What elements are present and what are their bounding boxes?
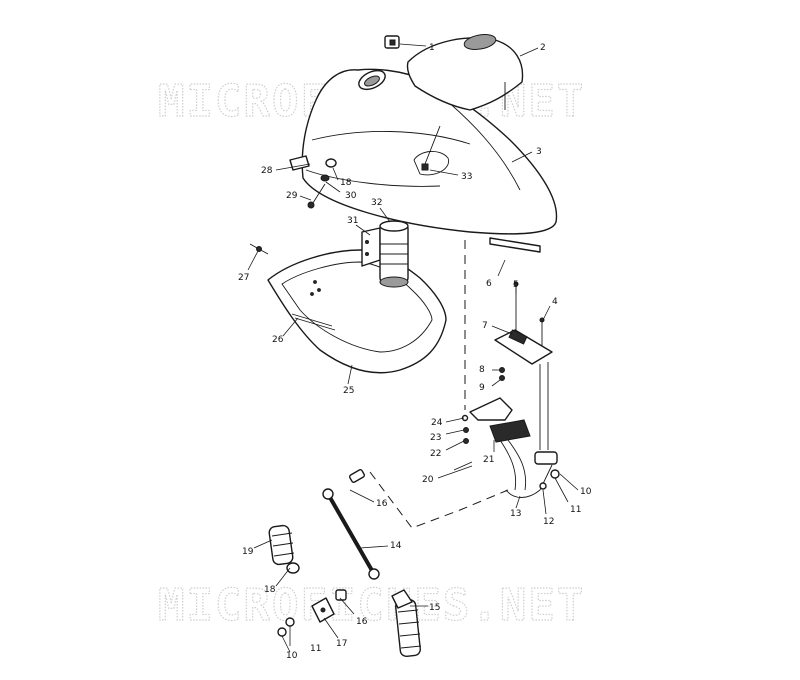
callout-31: 31	[347, 216, 358, 226]
callout-19: 19	[242, 547, 254, 557]
callout-30: 30	[345, 191, 357, 201]
callout-6: 6	[486, 279, 492, 289]
callout-29: 29	[286, 191, 298, 201]
callout-13: 13	[510, 509, 521, 519]
callout-26: 26	[272, 335, 284, 345]
callout-28: 28	[261, 166, 273, 176]
callout-16-lower: 16	[356, 617, 368, 627]
callout-15: 15	[429, 603, 440, 613]
callout-18-lower: 18	[264, 585, 276, 595]
watermark-bottom: MICROFICHES.NET	[158, 580, 585, 631]
callout-24: 24	[431, 418, 443, 428]
throttle-mount	[494, 281, 553, 450]
grip-part-15	[391, 589, 422, 657]
callout-25: 25	[343, 386, 354, 396]
callout-23: 23	[430, 433, 441, 443]
callout-5: 5	[513, 280, 519, 290]
leader-lines	[247, 43, 579, 653]
callout-11-lower: 11	[310, 644, 321, 654]
strip-part-6	[489, 237, 541, 253]
shroud-upper	[406, 34, 524, 111]
callout-22: 22	[430, 449, 441, 459]
storage-tub	[267, 249, 447, 374]
rod-part-14	[322, 469, 380, 580]
callout-16-upper: 16	[376, 499, 388, 509]
clip-part-1	[384, 35, 400, 49]
callout-20: 20	[422, 475, 434, 485]
callout-33: 33	[461, 172, 472, 182]
callout-27: 27	[238, 273, 249, 283]
callout-18-upper: 18	[340, 178, 352, 188]
callout-9: 9	[479, 383, 485, 393]
pin-part-27	[249, 243, 269, 255]
bracket-part-31	[361, 227, 381, 267]
fastener-part-33	[413, 125, 450, 176]
callout-32: 32	[371, 198, 382, 208]
callout-11-upper: 11	[570, 505, 581, 515]
callout-10-lower: 10	[286, 651, 298, 661]
callout-17: 17	[336, 639, 347, 649]
callout-8: 8	[479, 365, 485, 375]
callout-2: 2	[540, 43, 546, 53]
cable-route	[369, 471, 509, 529]
pedal-bracket	[461, 397, 531, 491]
callout-12: 12	[543, 517, 554, 527]
callout-10-upper: 10	[580, 487, 592, 497]
callout-7: 7	[482, 321, 488, 331]
callout-4: 4	[552, 297, 558, 307]
callout-14: 14	[390, 541, 402, 551]
callout-1: 1	[429, 43, 435, 53]
callout-3: 3	[536, 147, 542, 157]
lever-part-13	[453, 451, 560, 498]
callout-21: 21	[483, 455, 494, 465]
grip-part-19	[268, 524, 300, 574]
filter-part-32	[379, 220, 409, 288]
